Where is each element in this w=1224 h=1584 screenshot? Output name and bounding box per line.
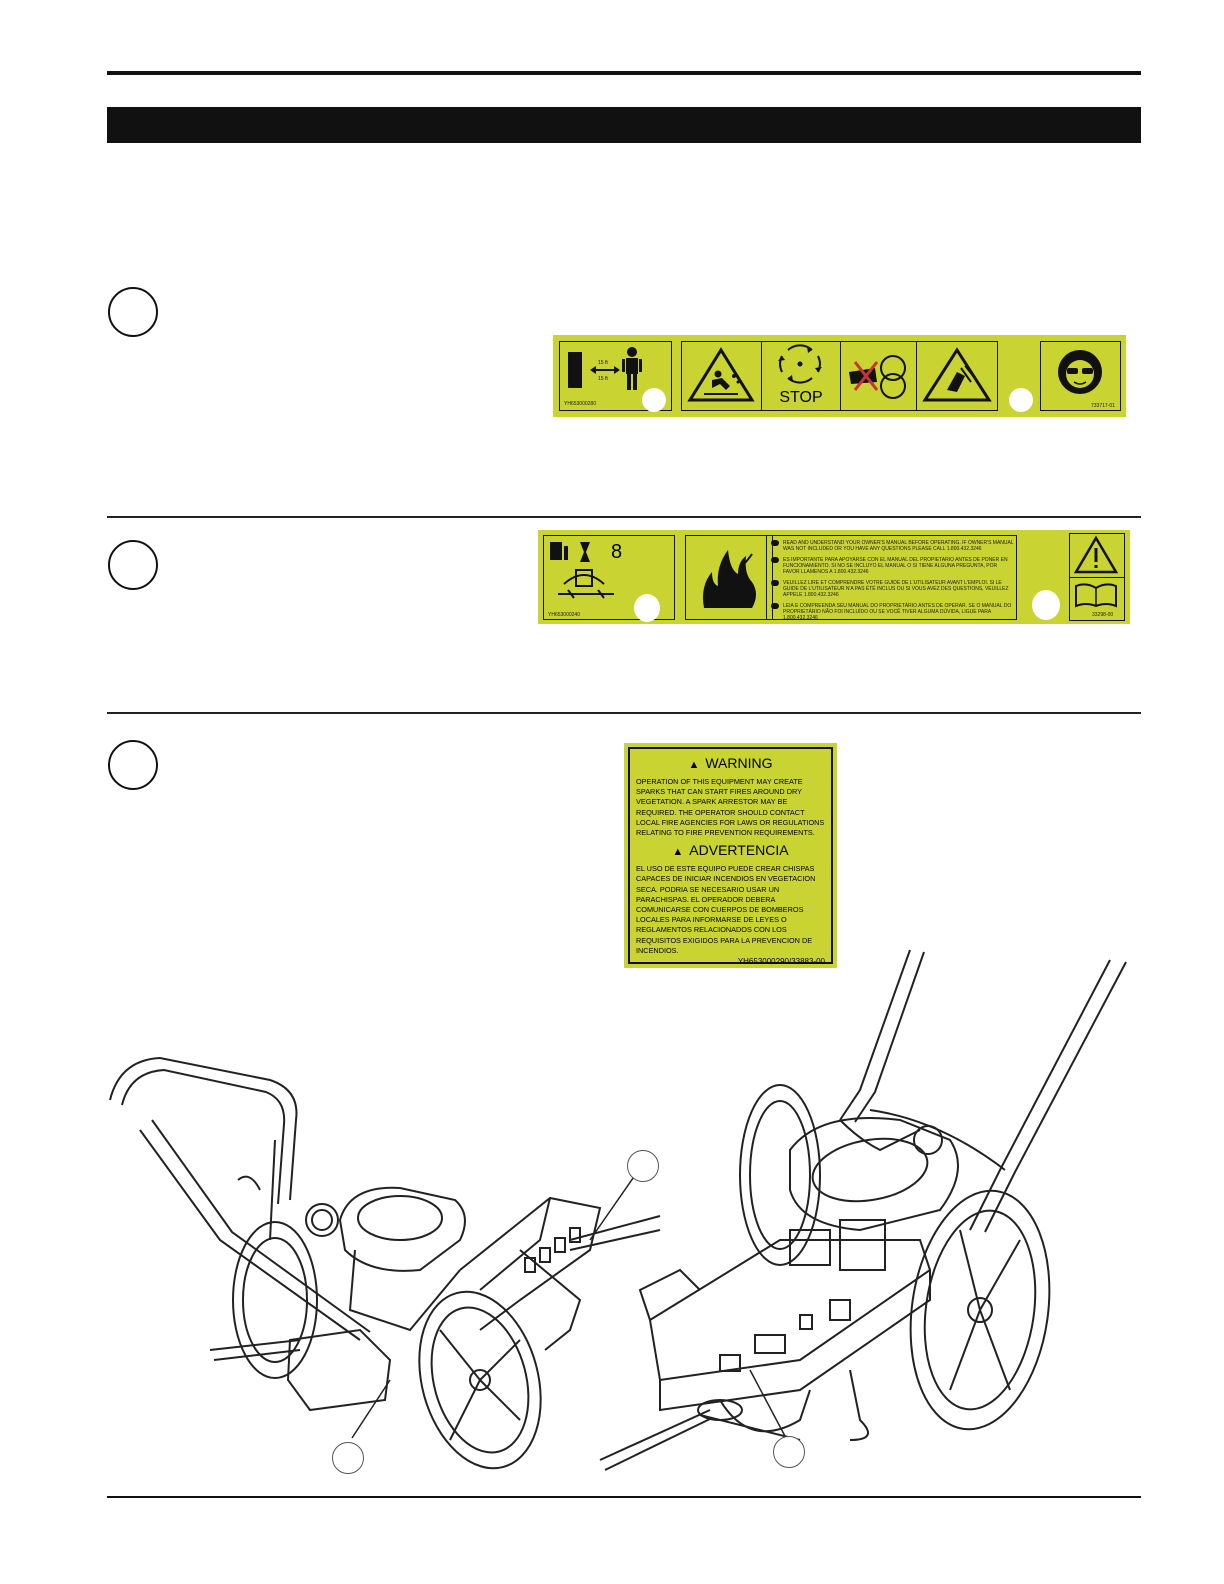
advertencia-text: EL USO DE ESTE EQUIPO PUEDE CREAR CHISPA… <box>636 864 816 955</box>
decal2-right-code: 33298-00 <box>1092 612 1114 618</box>
trimmer-illustration <box>109 949 1127 1471</box>
thrown-object-icon <box>687 347 755 402</box>
distance-top-label: 15 ft <box>598 360 608 366</box>
decal2-left-code: YH653000240 <box>548 612 580 618</box>
stop-rotation-icon <box>778 344 822 384</box>
callout-circle-lower-left <box>332 1442 364 1474</box>
decal1-right-code: 733717-01 <box>1091 403 1115 409</box>
section-divider-2 <box>107 712 1141 714</box>
warning-title: WARNING <box>705 755 773 771</box>
stop-label: STOP <box>779 389 823 406</box>
advertencia-title: ADVERTENCIA <box>689 842 789 859</box>
read-manual-text-panel: READ AND UNDERSTAND YOUR OWNER'S MANUAL … <box>766 535 1017 621</box>
stop-rotation-panel: STOP <box>761 341 841 411</box>
manual-line-fr: VEUILLEZ LIRE ET COMPRENDRE VOTRE GUIDE … <box>783 580 1009 598</box>
decal2-callout-a <box>634 594 660 622</box>
manual-line-en: READ AND UNDERSTAND YOUR OWNER'S MANUAL … <box>783 540 1014 552</box>
top-rule <box>107 71 1141 75</box>
decal1-callout-b <box>1009 388 1033 412</box>
item-circle-2 <box>108 540 158 590</box>
manual-line-pt: LEIA E COMPREENDA SEU MANUAL DO PROPRIET… <box>783 603 1012 621</box>
fire-icon <box>703 550 756 608</box>
fuel-tank-icon <box>550 542 614 599</box>
no-hands-panel <box>840 341 917 411</box>
bystander-distance-panel: 15 ft 15 ft YH653000280 <box>559 341 672 411</box>
fuel-ratio-number: 8 <box>611 541 623 563</box>
decal2-callout-b <box>1032 590 1060 620</box>
warning-triangle-icon <box>1073 535 1119 574</box>
left-trimmer-view <box>109 1056 661 1470</box>
cut-hazard-panel <box>916 341 998 411</box>
decal1-callout-a <box>642 388 666 412</box>
cut-hazard-icon <box>922 347 992 402</box>
callout-circle-upper <box>627 1150 659 1182</box>
fuel-mix-panel: 8 YH653000240 <box>543 535 675 620</box>
manual-line-es: ES IMPORTANTE PARA APOYARSE CON EL MANUA… <box>783 557 1008 575</box>
eye-ear-protection-panel: 733717-01 <box>1040 341 1121 411</box>
eye-ear-protection-icon <box>1058 350 1102 394</box>
fire-hazard-panel <box>685 535 773 620</box>
safety-decal-2: 8 YH653000240 READ AND UNDERSTAND YOUR O… <box>538 530 1130 624</box>
manual-book-panel: 33298-00 <box>1069 577 1125 621</box>
manual-book-icon <box>1075 583 1117 608</box>
bystander-distance-icon: 15 ft 15 ft <box>568 347 642 390</box>
advertencia-triangle-icon: ▲ <box>672 846 684 859</box>
section-divider-1 <box>107 516 1141 518</box>
safety-decal-1: 15 ft 15 ft YH653000280 STOP <box>553 335 1126 417</box>
warning-text: OPERATION OF THIS EQUIPMENT MAY CREATE S… <box>636 777 825 838</box>
no-hands-icon <box>849 355 906 399</box>
distance-bottom-label: 15 ft <box>598 376 608 382</box>
warning-decal-code: YH653000290/33883-00 <box>737 957 825 967</box>
bottom-rule <box>107 1496 1141 1498</box>
item-circle-1 <box>108 287 158 337</box>
section-title-bar <box>107 107 1141 143</box>
item-circle-3 <box>108 740 158 790</box>
thrown-object-panel <box>681 341 762 411</box>
warning-triangle-panel <box>1069 533 1125 578</box>
warning-triangle-icon: ▲ <box>688 759 700 771</box>
spark-warning-decal: ▲ WARNING OPERATION OF THIS EQUIPMENT MAY… <box>624 743 837 968</box>
right-trimmer-view <box>599 949 1127 1471</box>
callout-circle-lower-right <box>773 1436 805 1468</box>
decal1-left-code: YH653000280 <box>564 401 596 407</box>
